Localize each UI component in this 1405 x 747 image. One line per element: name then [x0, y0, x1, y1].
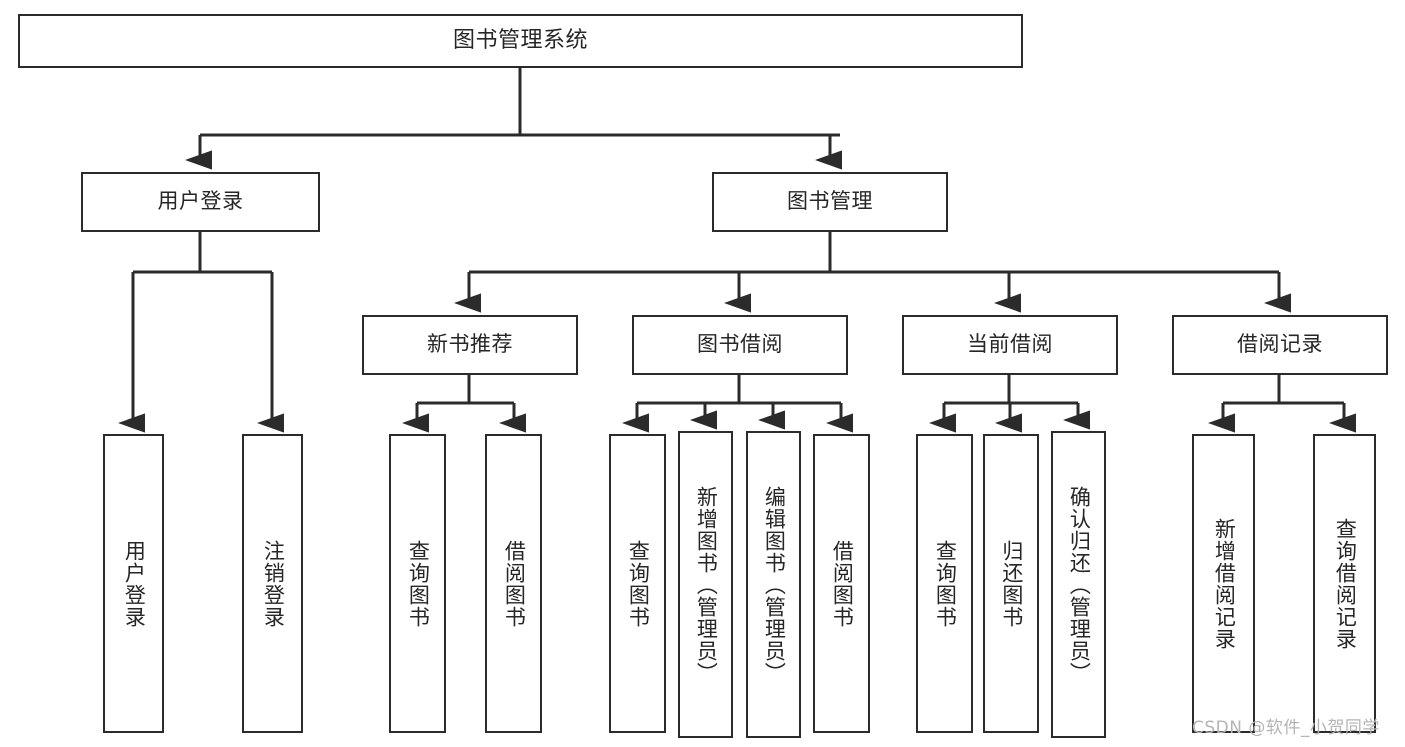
csdn-watermark: CSDN @软件_小贺同学 [1192, 718, 1380, 738]
node-book-borrowing[interactable]: 图书借阅 [632, 315, 848, 375]
leaf-record-add-record[interactable]: 新增借阅记录 [1192, 434, 1255, 733]
leaf-borrow-query-book[interactable]: 查询图书 [609, 434, 666, 733]
leaf-record-query-record[interactable]: 查询借阅记录 [1313, 434, 1376, 733]
node-label: 查询借阅记录 [1333, 517, 1358, 650]
node-label: 确认归还（管理员） [1067, 485, 1092, 684]
node-label: 借阅图书 [830, 539, 855, 628]
node-new-book-recommendation[interactable]: 新书推荐 [362, 315, 578, 375]
node-label: 注销登录 [261, 539, 286, 628]
leaf-current-query-book[interactable]: 查询图书 [916, 434, 973, 733]
node-book-management[interactable]: 图书管理 [712, 172, 948, 232]
node-label: 新增借阅记录 [1212, 517, 1237, 650]
node-label: 编辑图书（管理员） [762, 485, 787, 684]
node-label: 图书借阅 [697, 332, 783, 357]
leaf-current-return-book[interactable]: 归还图书 [983, 434, 1039, 733]
leaf-user-login-signout[interactable]: 注销登录 [242, 434, 303, 733]
leaf-current-confirm-return-admin[interactable]: 确认归还（管理员） [1051, 431, 1106, 738]
node-current-borrowing[interactable]: 当前借阅 [902, 315, 1118, 375]
leaf-borrow-add-book-admin[interactable]: 新增图书（管理员） [678, 431, 733, 738]
node-label: 图书管理系统 [452, 27, 588, 53]
node-label: 借阅记录 [1237, 332, 1323, 357]
node-label: 用户登录 [157, 189, 244, 214]
leaf-borrow-edit-book-admin[interactable]: 编辑图书（管理员） [746, 431, 801, 738]
node-root-book-management-system[interactable]: 图书管理系统 [18, 14, 1023, 68]
node-label: 新书推荐 [427, 332, 513, 357]
node-label: 用户登录 [122, 539, 147, 628]
node-label: 查询图书 [933, 539, 958, 628]
leaf-user-login-signin[interactable]: 用户登录 [103, 434, 164, 733]
leaf-recommend-borrow-book[interactable]: 借阅图书 [485, 434, 542, 733]
leaf-borrow-borrow-book[interactable]: 借阅图书 [813, 434, 870, 733]
node-label: 查询图书 [626, 539, 651, 628]
node-user-login[interactable]: 用户登录 [81, 172, 320, 232]
node-label: 当前借阅 [967, 332, 1053, 357]
node-label: 新增图书（管理员） [694, 485, 719, 684]
node-label: 查询图书 [406, 539, 431, 628]
node-label: 归还图书 [999, 539, 1024, 628]
node-borrowing-records[interactable]: 借阅记录 [1172, 315, 1388, 375]
leaf-recommend-query-book[interactable]: 查询图书 [389, 434, 446, 733]
node-label: 图书管理 [787, 189, 873, 214]
node-label: 借阅图书 [502, 539, 527, 628]
